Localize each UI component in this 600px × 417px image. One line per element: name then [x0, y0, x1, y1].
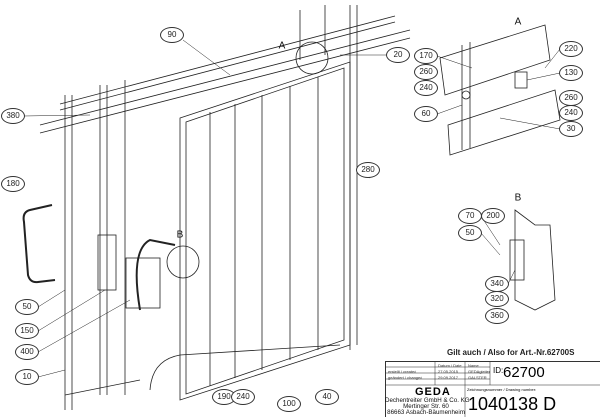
callout-240: 240 — [231, 389, 255, 405]
col-name-header: Name — [468, 363, 479, 368]
detail-a-view — [439, 24, 561, 156]
callout-b-70: 70 — [458, 208, 482, 224]
col-date-header: Datum / Date — [438, 363, 462, 368]
right-posts — [299, 5, 358, 350]
latch — [97, 234, 117, 291]
callout-50: 50 — [15, 299, 39, 315]
callout-a-260b: 260 — [559, 90, 583, 106]
callout-a-260: 260 — [414, 64, 438, 80]
company-logo: GEDA — [415, 386, 451, 398]
callout-b-320: 320 — [485, 291, 509, 307]
callout-b-360: 360 — [485, 308, 509, 324]
title-block: Datum / Date Name erstellt / created 27.… — [385, 361, 600, 417]
detail-label-b: B — [176, 229, 184, 241]
detail-circle-b — [166, 245, 200, 279]
detail-title-b: B — [514, 192, 522, 204]
callout-20: 20 — [386, 47, 410, 63]
detail-circle-a — [295, 41, 329, 75]
callout-190: 190 — [212, 389, 236, 405]
callout-380: 380 — [1, 108, 25, 124]
drawing-number-label: Zeichnungsnummer / Drawing number: — [467, 387, 537, 392]
callout-400: 400 — [15, 344, 39, 360]
also-for-note: Gilt auch / Also for Art.-Nr.62700S — [447, 348, 575, 357]
door-panel — [149, 61, 351, 401]
lock-box — [125, 257, 161, 309]
top-rail — [39, 15, 411, 134]
id-value: 62700 — [503, 364, 545, 381]
callout-a-130: 130 — [559, 65, 583, 81]
detail-label-a: A — [278, 40, 286, 52]
callout-a-30: 30 — [559, 121, 583, 137]
created-label: erstellt / created — [388, 369, 417, 374]
callout-10: 10 — [15, 369, 39, 385]
changed-label: geändert / changed — [388, 375, 423, 380]
address-line-3: 86663 Asbach-Bäumenheim — [387, 409, 465, 416]
left-frame — [64, 80, 141, 410]
address-line-1: Dechentreiter GmbH & Co. KG — [385, 397, 470, 404]
created-name: GEDAgleiter — [468, 369, 491, 374]
detail-title-a: A — [514, 16, 522, 28]
callout-b-340: 340 — [485, 276, 509, 292]
handle-180 — [22, 204, 56, 284]
callout-a-240: 240 — [414, 80, 438, 96]
drawing-number: 1040138 D — [468, 394, 557, 414]
created-date: 27.05.2015 — [438, 369, 459, 374]
callout-100: 100 — [277, 396, 301, 412]
address-line-2: Mertinger Str. 60 — [403, 403, 449, 410]
callout-90: 90 — [160, 27, 184, 43]
callout-40: 40 — [315, 389, 339, 405]
leader-lines — [23, 39, 561, 378]
callout-150: 150 — [15, 323, 39, 339]
id-label: ID: — [493, 366, 504, 375]
callout-180: 180 — [1, 176, 25, 192]
changed-date: 29.09.2017 — [438, 375, 459, 380]
callout-a-220: 220 — [559, 41, 583, 57]
callout-b-50: 50 — [458, 225, 482, 241]
callout-a-240b: 240 — [559, 105, 583, 121]
title-block-lines — [385, 361, 600, 417]
callout-280: 280 — [356, 162, 380, 178]
company-address: Dechentreiter GmbH & Co. KG Mertinger St… — [385, 397, 470, 416]
changed-name: GALSTER — [468, 375, 487, 380]
callout-b-200: 200 — [481, 208, 505, 224]
callout-a-60: 60 — [414, 106, 438, 122]
detail-b-view — [509, 209, 556, 311]
callout-a-170: 170 — [414, 48, 438, 64]
